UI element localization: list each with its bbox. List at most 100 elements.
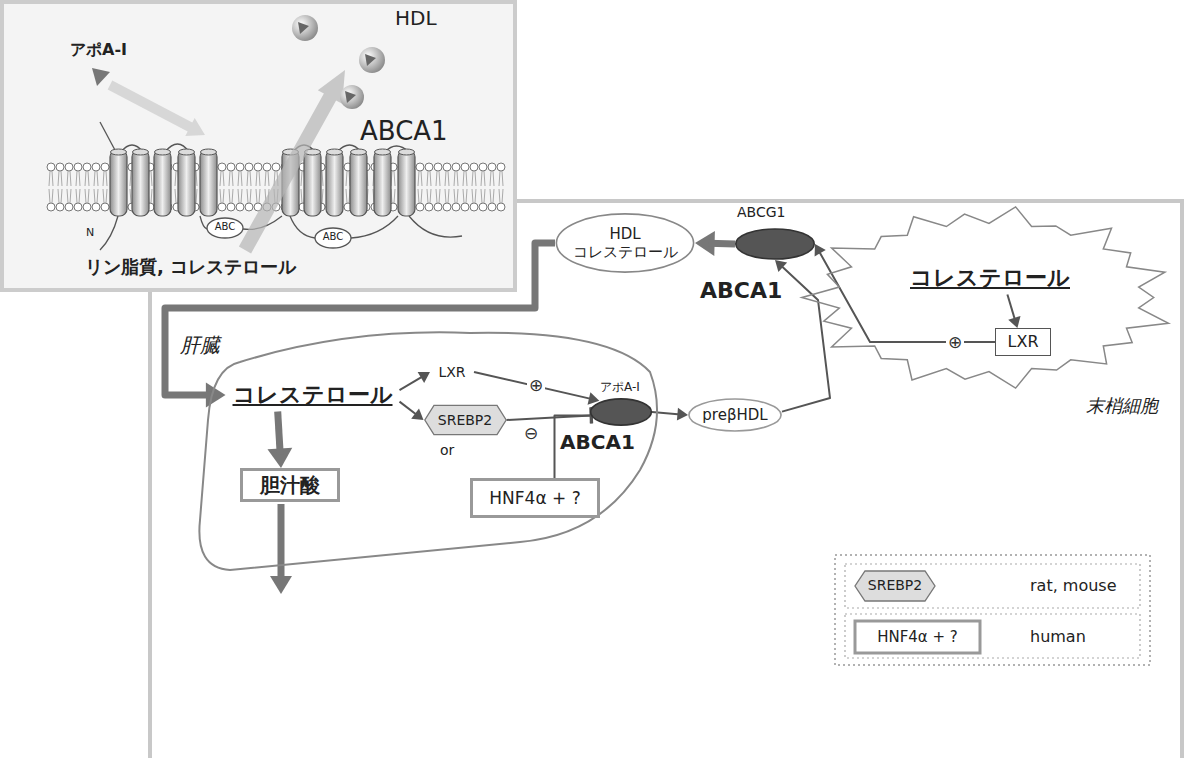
lipid-head [488,163,496,171]
helix-top [133,149,149,155]
lipid-head [92,203,100,211]
cholesterol-label: コレステロール [226,379,400,412]
inset-panel [2,2,515,290]
helix-cylinder [178,150,195,216]
lipid-tail [322,189,323,203]
lipid-head [470,163,478,171]
hdl-spheres [292,15,385,109]
lipid-tail [97,189,98,203]
lipid-tail [67,171,68,186]
node-text: アポA-I [600,380,640,394]
helix-top [155,149,171,155]
lipid-head [74,163,82,171]
lipid-tail [481,171,482,186]
connector [400,376,424,390]
lipid-head [92,163,100,171]
lipid-head [47,163,55,171]
node-text: LXR [438,364,465,381]
lipid-tail [94,189,95,203]
label-text: ABC [207,221,243,233]
lipid-head [56,203,64,211]
lipid-tail [94,171,95,186]
cholesterol-label: コレステロール [903,262,1077,295]
lipid-head [272,163,280,171]
lipid-head [218,203,226,211]
lipid-tail [490,171,491,186]
lipid-head [425,163,433,171]
shape-path [100,216,118,250]
shape-circle [359,47,385,73]
peripheral-cell: 末梢細胞コレステロールLXR [800,205,1178,390]
lipid-tail [223,189,224,203]
lipid-tail [499,171,500,186]
lipid-tail [250,189,251,203]
connector [474,372,592,399]
lipid-tail [106,189,107,203]
lipid-tail [79,189,80,203]
lipid-head [263,163,271,171]
arrow-head [270,576,292,594]
helix-top [327,149,343,155]
lipid-head [236,203,244,211]
node-text: 末梢細胞 [1086,395,1158,417]
lipid-tail [265,171,266,186]
lipid-head [245,203,253,211]
node-text: preβHDL [702,406,767,424]
label-text: HNF4α + ? [855,628,980,646]
lipid-head [101,203,109,211]
edge-label: ⊕ [527,376,545,395]
lipid-tail [70,189,71,203]
legend-text: rat, mouse [1030,576,1117,595]
lipid-tail [130,171,131,186]
helix-cylinder [374,150,391,216]
lipid-head [245,163,253,171]
lipid-tail [256,171,257,186]
node-text: コレステロール [910,265,1070,291]
lipid-tail [79,171,80,186]
helix-cylinder [132,150,149,216]
lipid-tail [232,189,233,203]
lxr-box: LXR [995,328,1051,356]
lipid-head [452,203,460,211]
lipid-tail [61,171,62,186]
lipid-head [497,163,505,171]
label-text: SREBP2 [855,577,935,594]
lipid-head [416,203,424,211]
lipid-tail [223,171,224,186]
shape-path [100,122,116,152]
lipid-tail [484,171,485,186]
shape-path [409,216,462,237]
node-text: 胆汁酸 [260,473,320,497]
helix-top [399,149,415,155]
lipid-head [443,203,451,211]
label-text: リン脂質, コレステロール [85,256,296,278]
lipid-tail [436,189,437,203]
legend-frame [835,555,1150,665]
lipid-head [434,163,442,171]
lipid-tail [61,189,62,203]
lipid-tail [250,171,251,186]
lipid-tail [472,189,473,203]
lipid-tail [220,171,221,186]
lipid-tail [85,189,86,203]
liver-outline-path [199,332,657,570]
lipid-tail [238,171,239,186]
lipid-head [452,163,460,171]
lipid-tail [52,189,53,203]
lipid-head [434,203,442,211]
lipid-tail [97,171,98,186]
lipid-tail [457,189,458,203]
lipid-tail [268,171,269,186]
lipid-tail [448,171,449,186]
helix-cylinder [304,150,321,216]
lipid-tail [58,171,59,186]
lipid-tail [151,189,152,203]
lipid-tail [175,171,176,186]
lipid-tail [490,189,491,203]
lipid-tail [220,189,221,203]
legend-box [855,621,980,653]
lipid-tail [301,189,302,203]
lipid-tail [322,171,323,186]
